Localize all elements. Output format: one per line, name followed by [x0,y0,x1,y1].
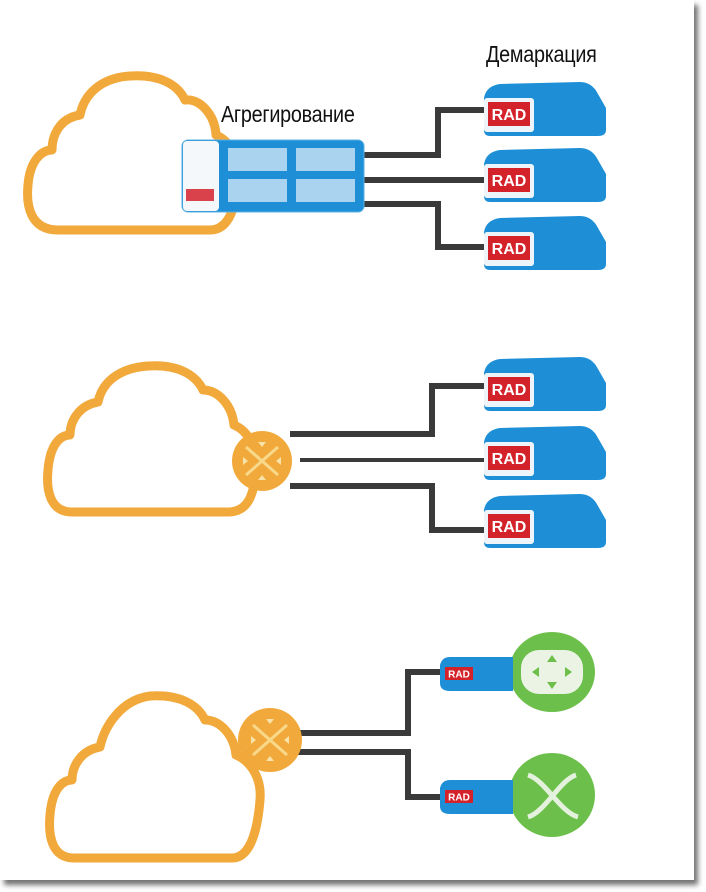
link-line [360,107,486,158]
rad-logo: RAD [492,241,527,258]
aggregation-switch-icon [181,139,365,213]
router-icon [232,431,292,491]
demarcation-device-icon: RAD [484,216,606,270]
rad-logo: RAD [448,793,470,804]
demarcation-device-icon: RAD [484,426,606,480]
demarcation-device-icon: RAD [484,148,606,202]
link-line [290,383,486,437]
rad-logo: RAD [492,382,527,399]
scenario-router [43,361,486,533]
demarcation-devices: RAD RAD RAD RAD RAD RAD [484,82,606,548]
router-icon [238,708,302,772]
demarcation-label: Демаркация [486,41,597,67]
cloud-icon [43,361,261,517]
rad-logo: RAD [448,670,470,681]
smart-sfp-icon: RAD [440,780,513,814]
cloud-icon [0,0,101,860]
link-line [296,749,440,800]
demarcation-device-icon: RAD [484,494,606,548]
green-router-icon [509,632,595,712]
green-switch-icon [509,753,595,837]
scenario-aggregation [23,71,486,250]
aggregation-label: Агрегирование [221,101,355,127]
diagram-page: RAD RAD RAD RAD RAD RAD RAD RAD Агрегирование… [23,41,606,863]
link-line [360,201,486,250]
rad-logo: RAD [492,173,527,190]
demarcation-device-icon: RAD [484,82,606,136]
demarcation-device-icon: RAD [484,357,606,411]
rad-logo: RAD [492,451,527,468]
smart-sfp-icon: RAD [440,657,513,691]
cloud-outline-main [50,0,150,858]
cloud-icon-3 [45,691,265,863]
scenario-smart-sfp: RAD RAD [0,0,595,863]
rad-logo: RAD [492,107,527,124]
rad-logo: RAD [492,519,527,536]
link-line [290,483,486,533]
link-line [296,669,440,736]
